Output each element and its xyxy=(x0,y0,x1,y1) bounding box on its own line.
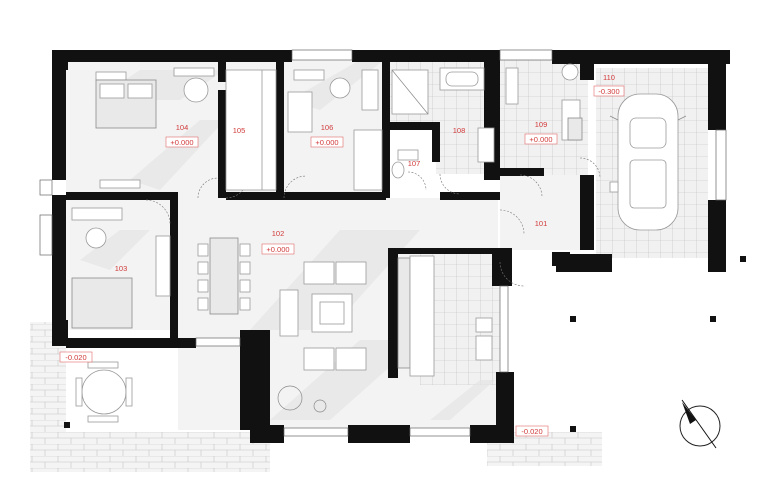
room-label-101: 101 xyxy=(535,219,548,228)
room-level: -0.300 xyxy=(598,87,619,96)
terrace-level-west: -0.020 xyxy=(59,351,93,363)
kitchen-furniture xyxy=(409,255,493,377)
room-level: +0.000 xyxy=(266,245,289,254)
room-number: 104 xyxy=(176,123,189,132)
terrace-posts xyxy=(64,256,746,432)
room-number: 106 xyxy=(321,123,334,132)
room-level: +0.000 xyxy=(170,138,193,147)
room-number: 110 xyxy=(603,73,615,82)
bathroom-fixtures xyxy=(391,67,495,179)
office-103-furniture xyxy=(71,207,171,329)
room-number: 102 xyxy=(272,229,285,238)
room-number: 101 xyxy=(535,219,548,228)
terrace-level: -0.020 xyxy=(521,427,542,436)
room-number: 105 xyxy=(233,126,246,135)
room-number: 107 xyxy=(408,159,421,168)
room-label-105: 105 xyxy=(233,126,246,135)
living-102-furniture xyxy=(197,237,411,413)
terrace-level: -0.020 xyxy=(65,353,86,362)
room-number: 109 xyxy=(535,120,548,129)
room-level: +0.000 xyxy=(315,138,338,147)
room-label-106: 106 +0.000 xyxy=(310,123,344,148)
room-label-107: 107 xyxy=(408,159,421,168)
room-label-104: 104 +0.000 xyxy=(165,123,199,148)
outdoor-dining-table xyxy=(75,361,133,423)
car-icon xyxy=(609,93,687,231)
room-level: +0.000 xyxy=(529,135,552,144)
room-number: 108 xyxy=(453,126,466,135)
bedroom-104-furniture xyxy=(95,67,277,191)
room-label-103: 103 xyxy=(115,264,128,273)
room-106-furniture xyxy=(287,69,383,191)
room-label-102: 102 +0.000 xyxy=(261,229,295,255)
windows xyxy=(39,49,727,437)
room-label-110: 110 -0.300 xyxy=(593,73,625,97)
north-arrow-icon xyxy=(679,399,721,449)
room-number: 103 xyxy=(115,264,128,273)
terrace-level-east: -0.020 xyxy=(515,425,549,437)
room-label-109: 109 +0.000 xyxy=(524,120,558,145)
doors xyxy=(145,157,601,287)
utility-109-fixtures xyxy=(505,63,583,141)
walls xyxy=(52,50,730,443)
room-label-108: 108 xyxy=(453,126,466,135)
